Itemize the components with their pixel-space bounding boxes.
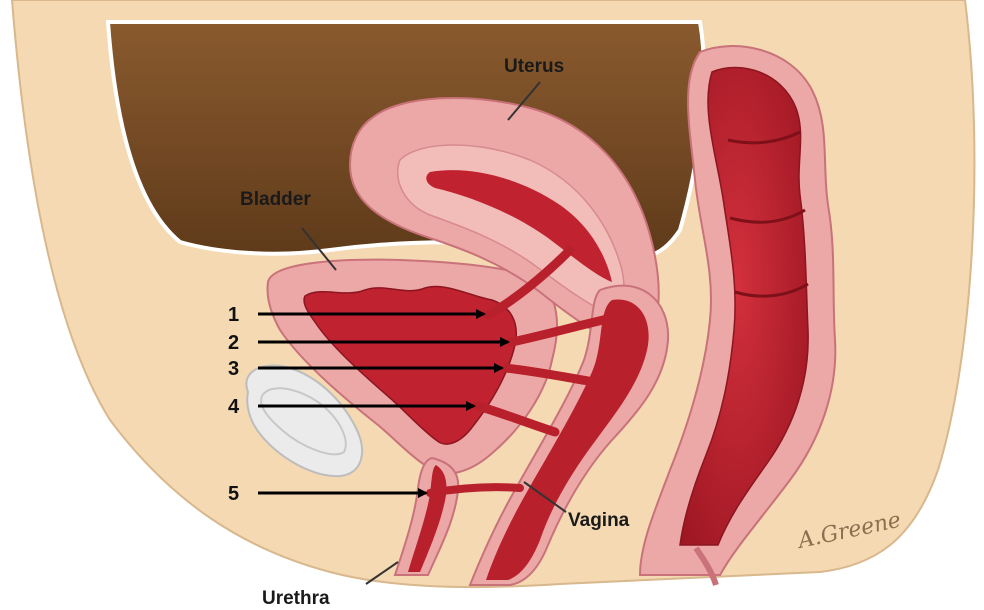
vagina-label: Vagina xyxy=(568,510,630,531)
fistula-marker-1: 1 xyxy=(228,304,239,326)
fistula-marker-4: 4 xyxy=(228,396,240,418)
fistula-marker-3: 3 xyxy=(228,358,239,380)
fistula-marker-5: 5 xyxy=(228,483,239,505)
urethra-label: Urethra xyxy=(262,588,330,609)
bladder-label: Bladder xyxy=(240,189,311,210)
fistula-marker-2: 2 xyxy=(228,332,239,354)
uterus-label: Uterus xyxy=(504,56,564,77)
